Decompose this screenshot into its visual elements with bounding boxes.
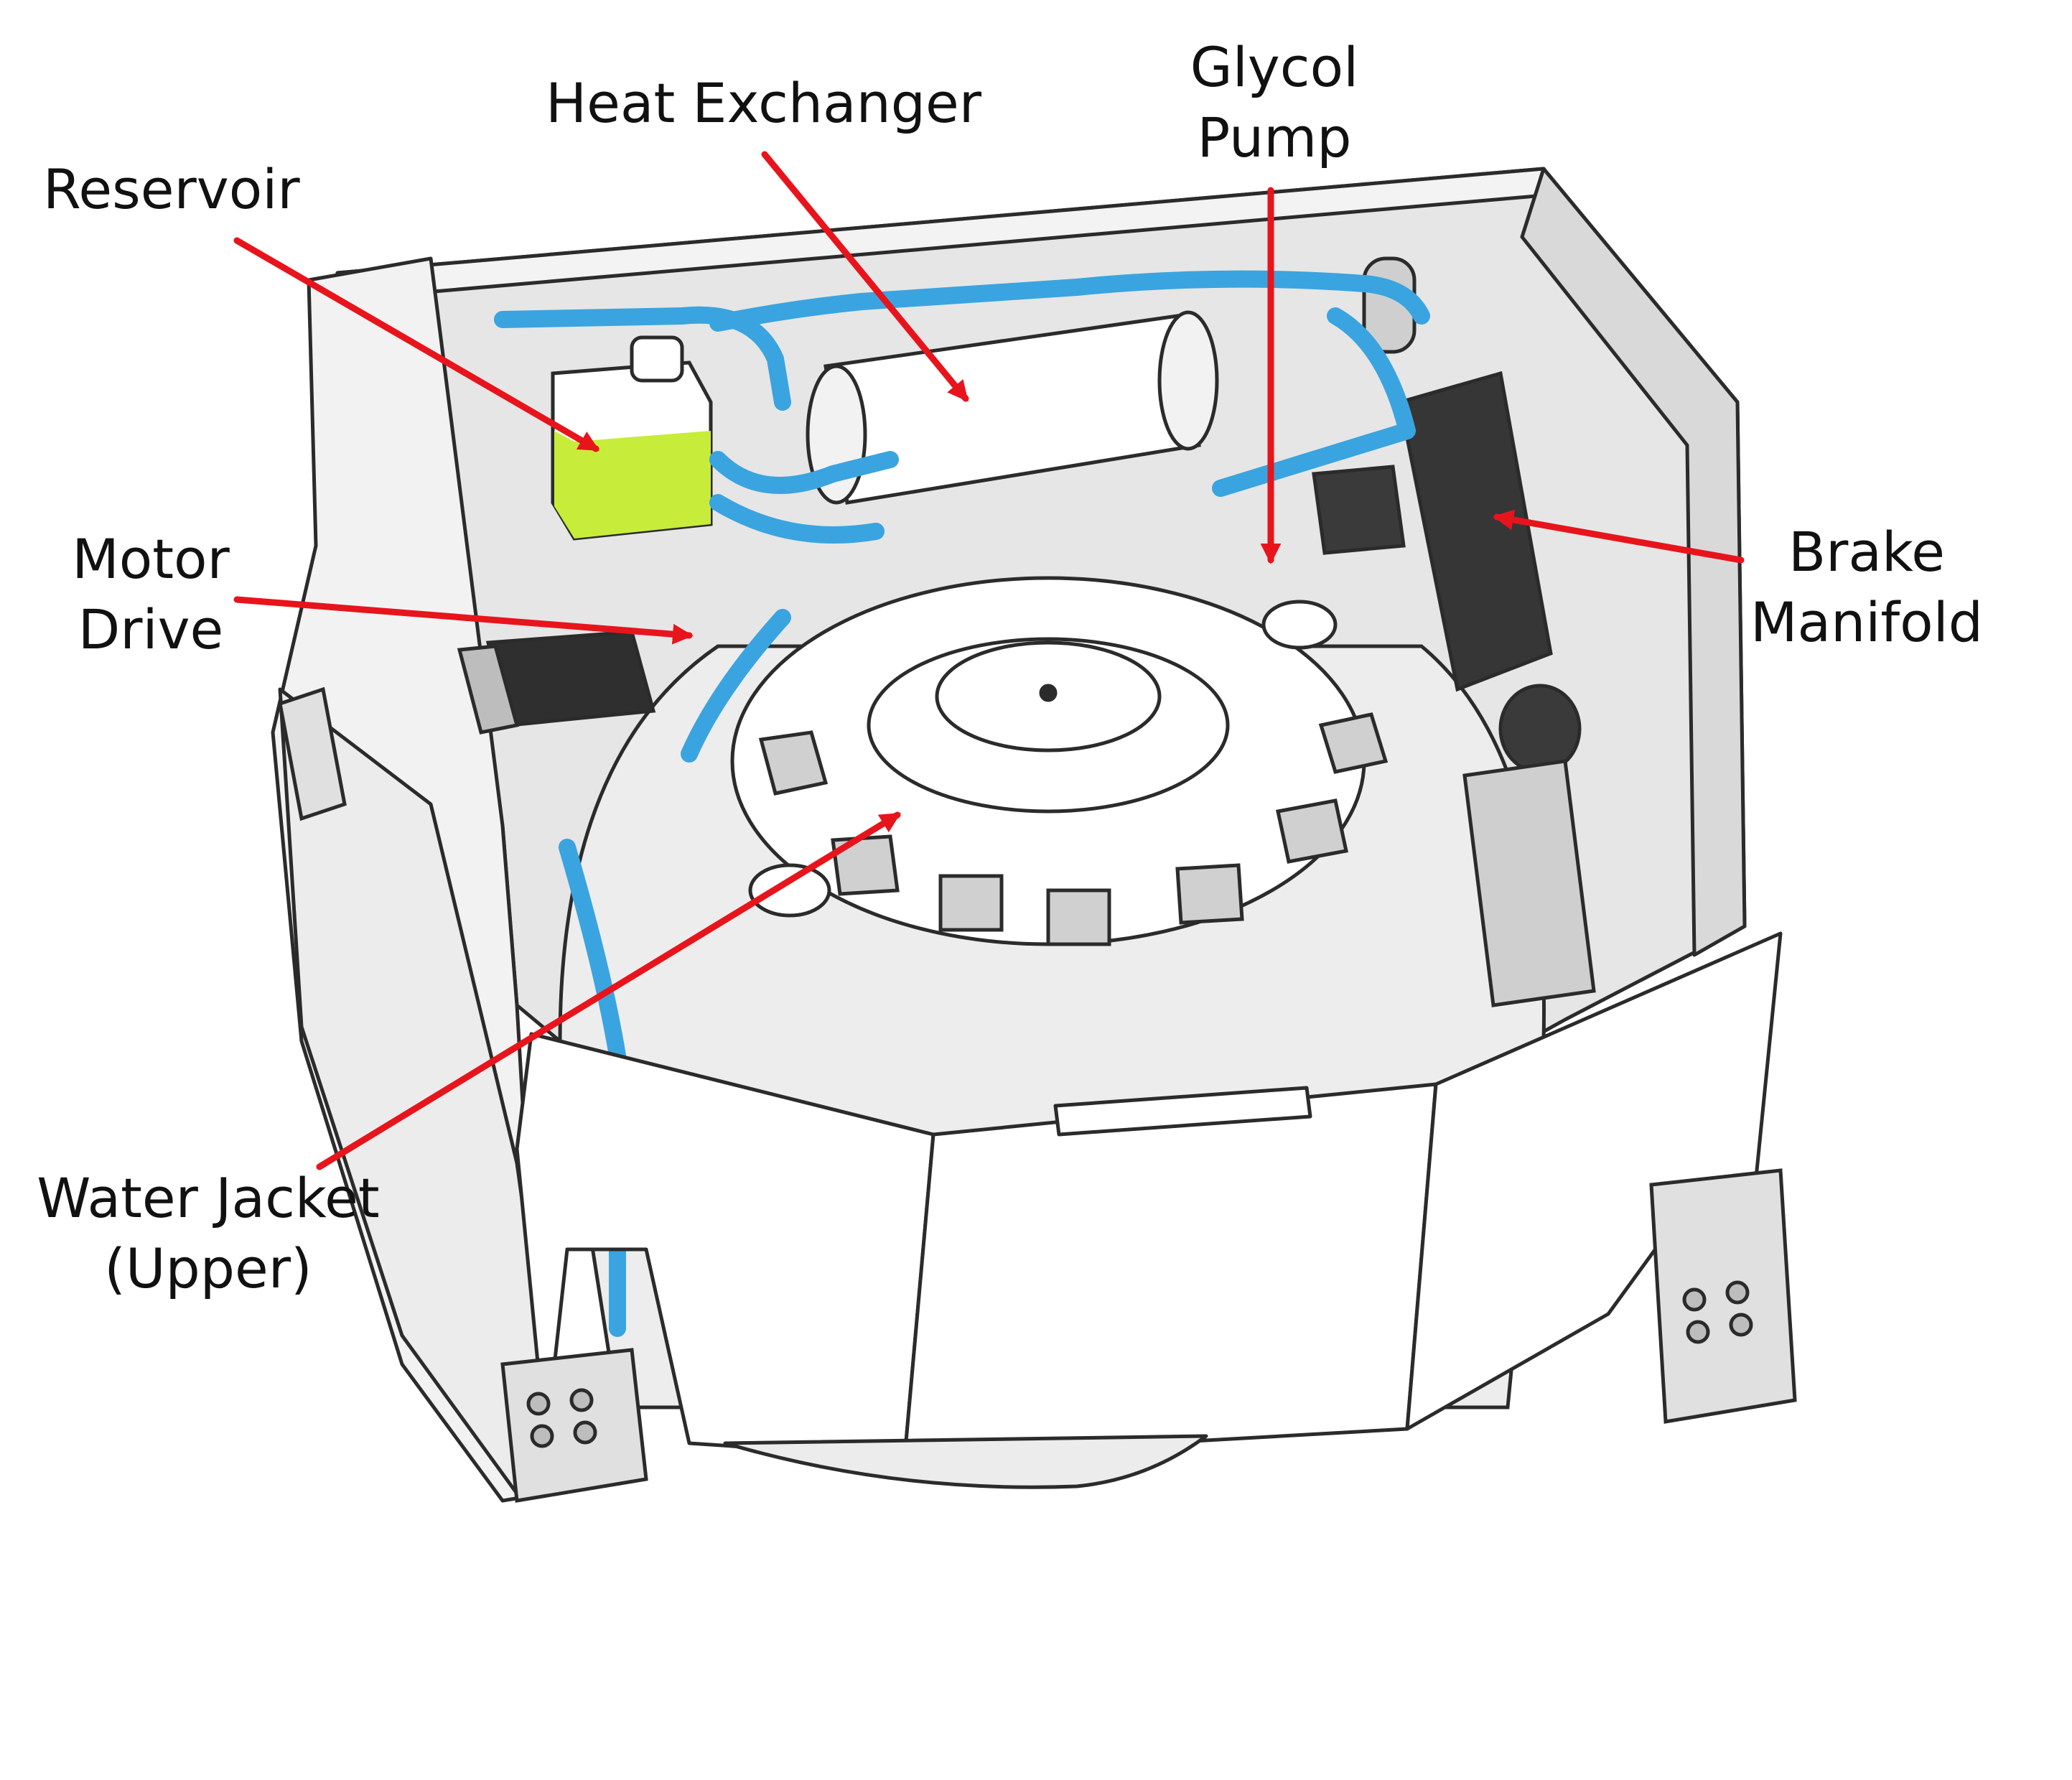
hose-pump-link bbox=[1212, 307, 1416, 497]
label-water-jacket-upper-line-2: (Upper) bbox=[104, 1236, 312, 1300]
hose-exchanger-return bbox=[709, 451, 899, 494]
hose-left-down bbox=[681, 609, 791, 763]
lid-ring-inner bbox=[935, 640, 1162, 752]
label-reservoir-line-1: Reservoir bbox=[43, 157, 300, 221]
label-motor-drive-line-2: Drive bbox=[78, 597, 224, 661]
foot-rear-left bbox=[278, 686, 347, 821]
label-water-jacket-upper-line-1: Water Jacket bbox=[37, 1166, 380, 1230]
label-glycol-pump-line-2: Pump bbox=[1197, 106, 1352, 169]
arrow-brake-manifold bbox=[1493, 509, 1745, 564]
reservoir-fluid bbox=[554, 431, 711, 539]
motor-drive-panel bbox=[457, 644, 520, 735]
lid-lugs bbox=[758, 712, 1389, 946]
label-heat-exchanger-line-1: Heat Exchanger bbox=[546, 71, 982, 135]
brake-accumulator bbox=[1498, 684, 1582, 774]
hose-upper-loop bbox=[709, 270, 1430, 332]
mounting-feet bbox=[278, 686, 1797, 1503]
label-reservoir: Reservoir bbox=[43, 154, 300, 225]
label-brake-manifold-line-2: Manifold bbox=[1750, 590, 1984, 654]
brake-manifold-unit bbox=[1398, 371, 1596, 1007]
label-water-jacket-upper: Water Jacket (Upper) bbox=[29, 1163, 388, 1304]
arrow-motor-drive bbox=[233, 596, 694, 645]
label-brake-manifold-line-1: Brake bbox=[1788, 520, 1946, 584]
front-shield bbox=[515, 931, 1783, 1489]
hose-exchanger-lower bbox=[709, 494, 885, 544]
label-glycol-pump-line-1: Glycol bbox=[1190, 35, 1359, 99]
label-glycol-pump: Glycol Pump bbox=[1163, 32, 1386, 173]
brake-manifold-block bbox=[1398, 371, 1553, 692]
motor-drive-unit bbox=[457, 630, 656, 735]
label-motor-drive: Motor Drive bbox=[50, 524, 251, 665]
front-shield-center bbox=[902, 1082, 1438, 1460]
heat-exchanger-end-right bbox=[1157, 310, 1219, 451]
lid-center-bolt bbox=[1039, 684, 1058, 702]
coolant-hoses bbox=[494, 270, 1430, 1337]
arrow-heat-exchanger bbox=[761, 151, 969, 402]
label-brake-manifold: Brake Manifold bbox=[1737, 517, 1996, 658]
lid-ring-outer bbox=[867, 637, 1230, 814]
arrow-reservoir bbox=[233, 237, 599, 452]
right-wall bbox=[1520, 167, 1747, 957]
base-housing bbox=[723, 1434, 1208, 1489]
foot-front-right bbox=[1649, 1168, 1797, 1424]
glycol-pump-body bbox=[1312, 465, 1406, 555]
arrow-water-jacket bbox=[316, 811, 901, 1170]
front-shield-tab bbox=[1053, 1086, 1312, 1137]
heat-exchanger bbox=[806, 310, 1219, 505]
label-motor-drive-line-1: Motor bbox=[72, 527, 230, 591]
lifting-eye-left bbox=[748, 863, 831, 918]
reservoir-cap bbox=[630, 335, 684, 383]
reservoir-tank bbox=[551, 335, 713, 541]
hose-left-vertical bbox=[559, 839, 626, 1337]
label-heat-exchanger: Heat Exchanger bbox=[546, 68, 981, 139]
lifting-eye-right bbox=[1261, 600, 1338, 650]
foot-front-left bbox=[500, 1348, 648, 1503]
brake-caliper bbox=[1462, 759, 1596, 1007]
leader-arrows bbox=[233, 151, 1745, 1170]
